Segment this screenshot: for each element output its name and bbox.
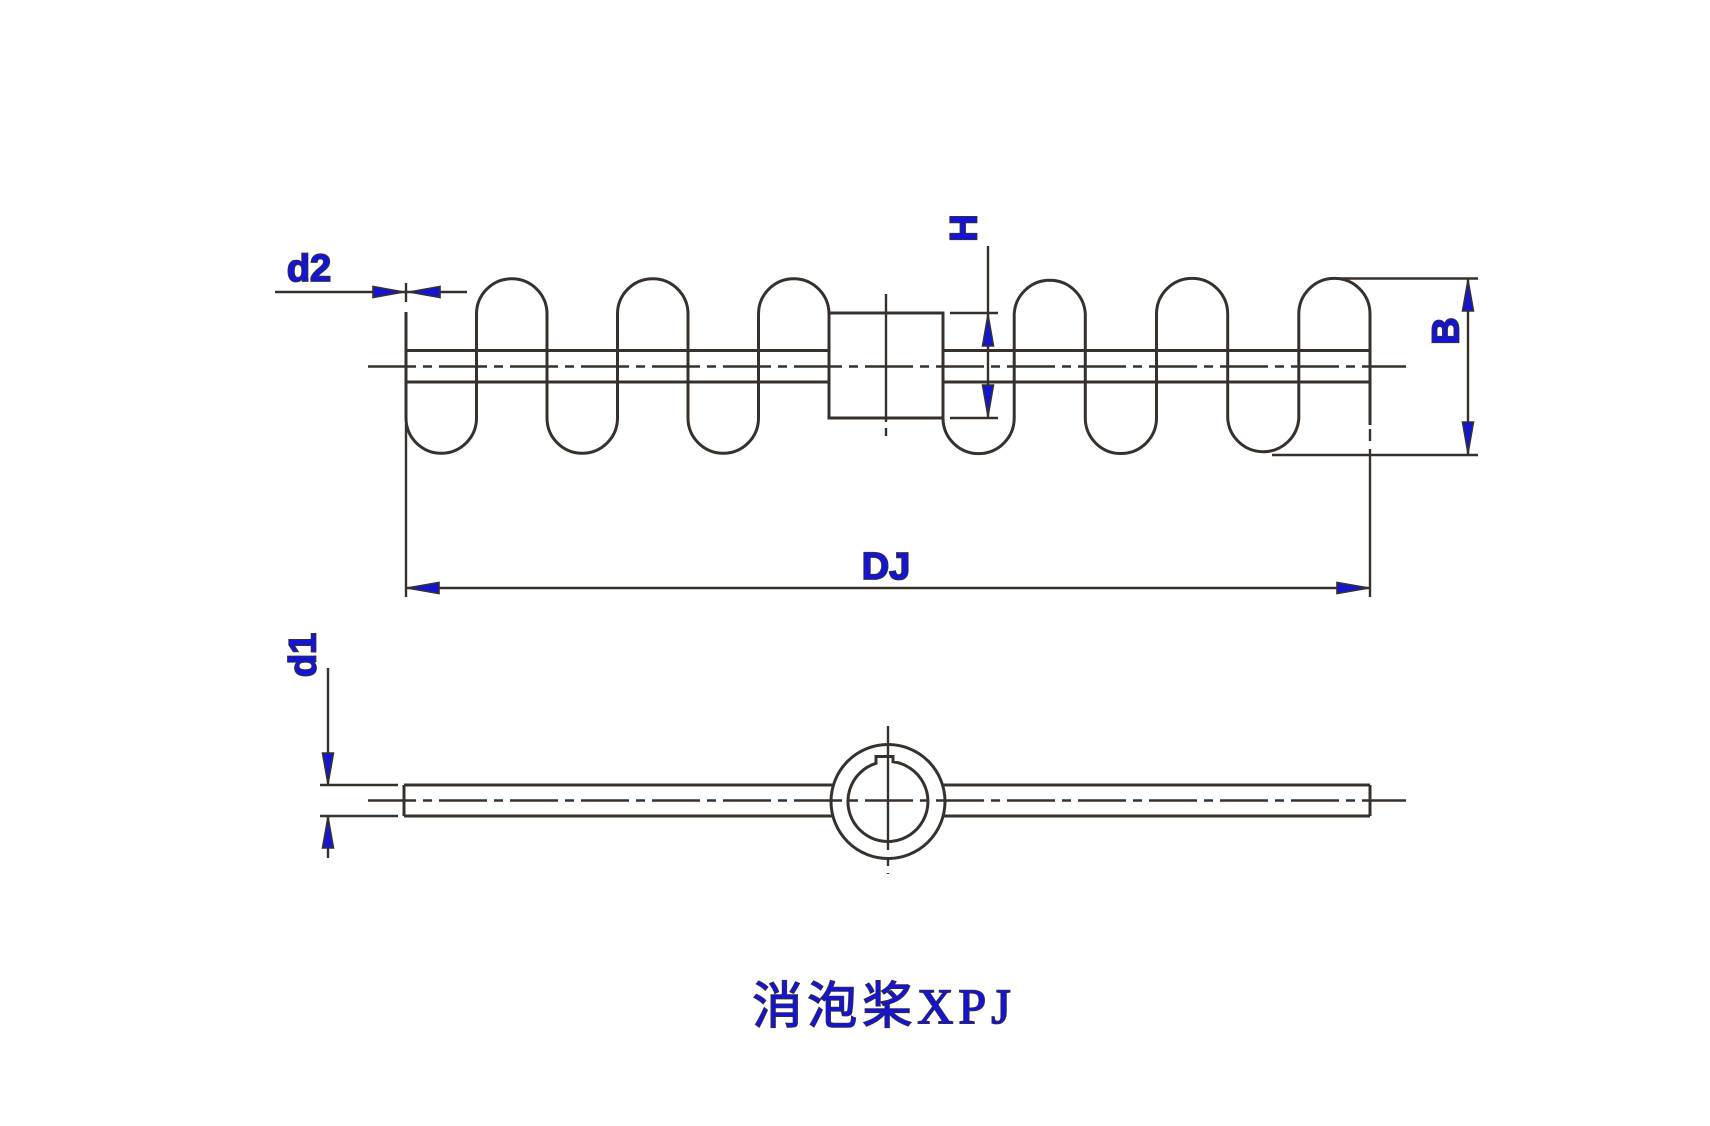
dj-arrow-left [406, 581, 440, 595]
serpentine-coil-left [404, 277, 831, 455]
d2-arrow-right [408, 285, 441, 299]
front-view [368, 276, 1406, 456]
d2-arrow-left [372, 285, 405, 299]
drawing-title: 消泡桨XPJ [752, 978, 1015, 1034]
d1-extension-lines [320, 783, 398, 818]
bottom-view [368, 726, 1406, 874]
h-arrow-up [981, 314, 995, 347]
dj-label: DJ [862, 546, 911, 588]
d1-arrow-down [321, 752, 335, 785]
h-label: H [943, 214, 985, 241]
dimension-H: H [942, 213, 998, 420]
h-extension-lines [950, 311, 998, 420]
hub-bore-with-keyway [846, 755, 930, 843]
dimension-d2: d2 [275, 247, 467, 597]
h-arrow-down [981, 384, 995, 417]
dj-arrow-right [1336, 581, 1370, 595]
d1-label: d1 [282, 633, 324, 677]
dimension-DJ: DJ [406, 429, 1372, 597]
b-label: B [1425, 317, 1467, 344]
dimension-B: B [1272, 277, 1478, 457]
b-arrow-up [1461, 279, 1475, 312]
d2-label: d2 [287, 248, 331, 290]
serpentine-coil-right [941, 276, 1372, 456]
bottom-bar-end-caps [402, 785, 1372, 816]
d1-arrow-up [321, 816, 335, 849]
b-arrow-down [1461, 421, 1475, 454]
dimension-d1: d1 [281, 632, 398, 858]
